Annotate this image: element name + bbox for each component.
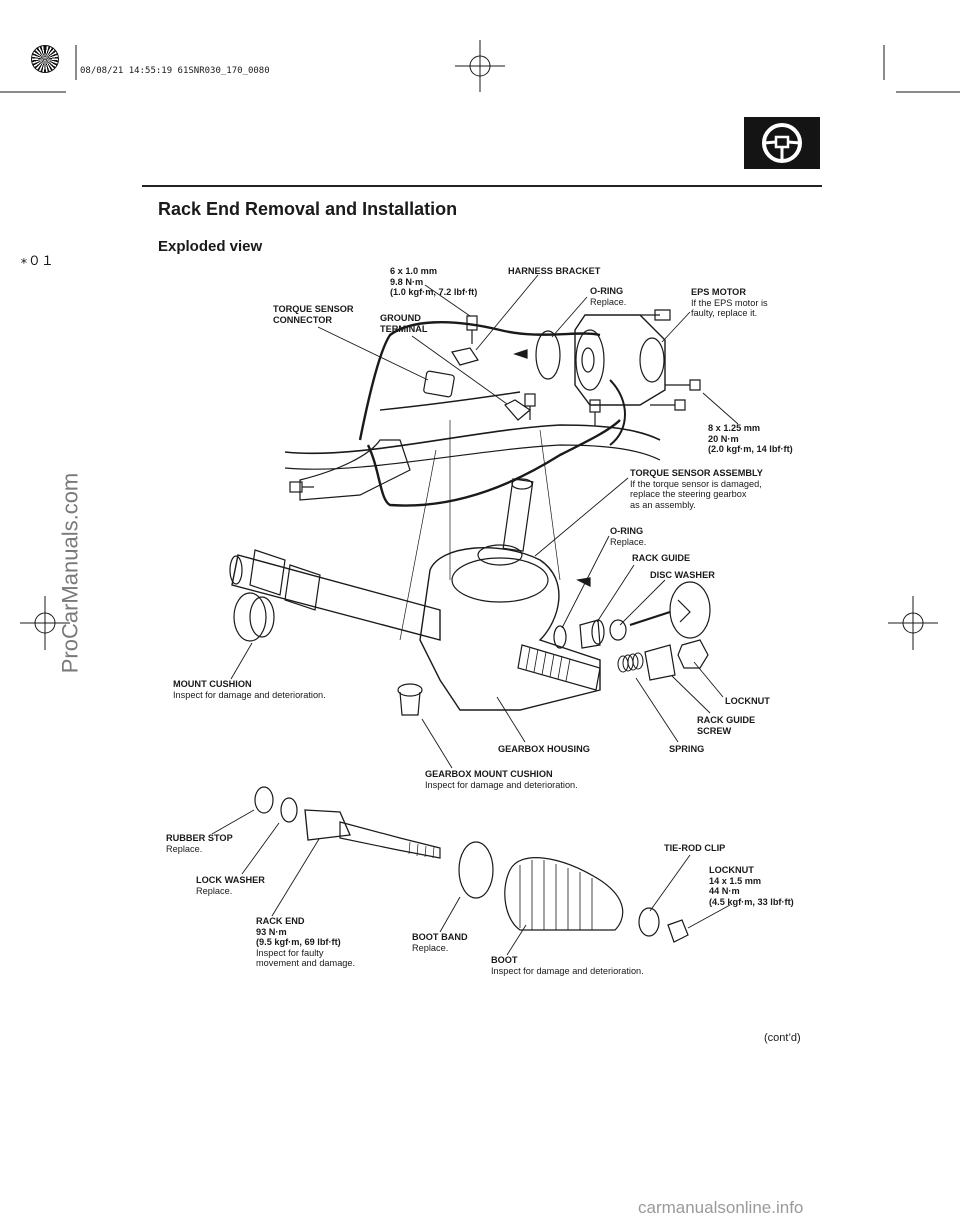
steering-wheel-icon	[762, 123, 802, 163]
locknut-mid-label: LOCKNUT	[725, 696, 770, 706]
registration-target-icon	[31, 45, 59, 73]
gearbox-housing-label: GEARBOX HOUSING	[498, 744, 590, 754]
harness-bracket-label: HARNESS BRACKET	[508, 266, 601, 276]
spring-label: SPRING	[669, 744, 705, 754]
disc-washer-label: DISC WASHER	[650, 570, 715, 580]
print-stamp: 08/08/21 14:55:19 61SNR030_170_0080	[80, 66, 270, 76]
section-tab	[744, 117, 820, 169]
tie-rod-clip-label: TIE-ROD CLIP	[664, 843, 726, 853]
header-rule	[142, 185, 822, 187]
page-title: Rack End Removal and Installation	[158, 199, 458, 219]
continued-note: (cont’d)	[764, 1032, 801, 1044]
section-subtitle: Exploded view	[158, 238, 263, 255]
side-watermark: ProCarManuals.com	[57, 472, 83, 674]
rack-guide-label: RACK GUIDE	[632, 553, 691, 563]
footer-watermark: carmanualsonline.info	[638, 1198, 804, 1217]
torque-sensor-assembly-label: TORQUE SENSOR ASSEMBLY If the torque sen…	[630, 468, 763, 510]
page-marker: ∗０１	[20, 254, 54, 269]
